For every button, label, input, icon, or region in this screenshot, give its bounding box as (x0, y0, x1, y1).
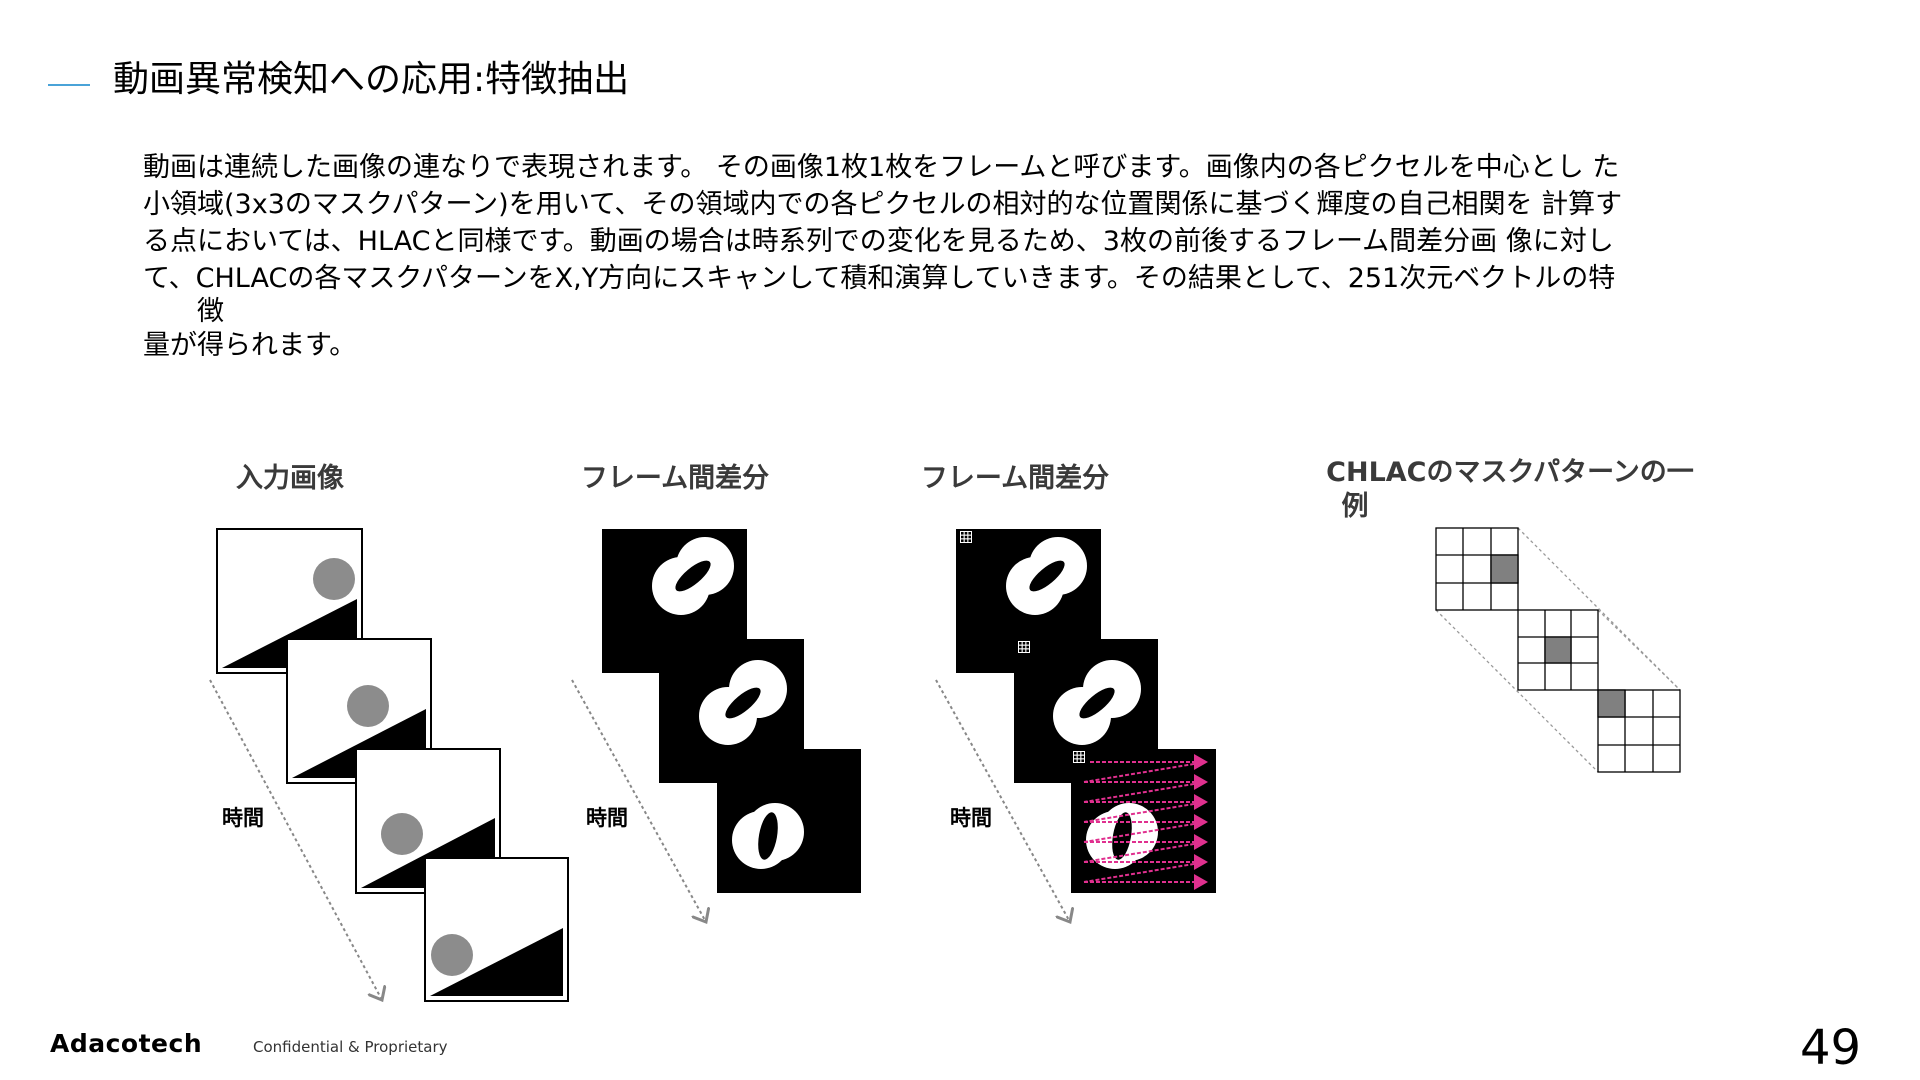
time-label-2: 時間 (586, 806, 628, 830)
body-line: 小領域(3x3のマスクパターン)を用いて、その領域内での各ピクセルの相対的な位置… (143, 189, 1623, 220)
scan-frame-3 (1071, 749, 1216, 893)
mask-grid-1 (1435, 527, 1519, 611)
slide-title: 動画異常検知への応用:特徴抽出 (113, 59, 630, 100)
scan-frame-1 (956, 529, 1101, 673)
body-paragraph: 動画は連続した画像の連なりで表現されます。 その画像1枚1枚をフレームと呼びます… (143, 149, 1823, 364)
time-label-1: 時間 (222, 806, 264, 830)
mask-pattern-label-line1: CHLACのマスクパターンの一 (1326, 457, 1694, 488)
frame-diff-label-1: フレーム間差分 (580, 463, 770, 494)
company-logo: Adacotech (50, 1029, 203, 1058)
page-number: 49 (1800, 1020, 1862, 1076)
diff-frame-2 (659, 639, 804, 783)
time-arrow-3 (935, 679, 1070, 922)
time-arrow-2 (571, 679, 706, 922)
scan-arrows (1083, 754, 1208, 890)
mask-grid-3 (1597, 689, 1681, 773)
body-line: る点においては、HLACと同様です。動画の場合は時系列での変化を見るため、3枚の… (143, 226, 1614, 257)
diff-frame-3 (717, 749, 861, 893)
input-image-label: 入力画像 (236, 463, 344, 494)
body-line: て、CHLACの各マスクパターンをX,Y方向にスキャンして積和演算していきます。… (143, 263, 1616, 294)
mask-grid-2 (1517, 609, 1599, 691)
confidential-notice: Confidential & Proprietary (253, 1038, 448, 1056)
time-arrow-1 (209, 679, 382, 1000)
title-accent-line (48, 84, 90, 86)
mask-pattern-label-line2: 例 (1341, 491, 1369, 522)
body-line: 徴 (143, 296, 224, 327)
body-line: 量が得られます。 (143, 330, 357, 361)
mask-pattern-diagram (1435, 527, 1681, 773)
input-frame-4 (424, 857, 569, 1002)
body-line: 動画は連続した画像の連なりで表現されます。 その画像1枚1枚をフレームと呼びます… (143, 152, 1620, 183)
time-label-3: 時間 (950, 806, 992, 830)
frame-diff-label-2: フレーム間差分 (920, 463, 1110, 494)
mask-pattern-label: CHLACのマスクパターンの一 例 (1290, 456, 1730, 524)
